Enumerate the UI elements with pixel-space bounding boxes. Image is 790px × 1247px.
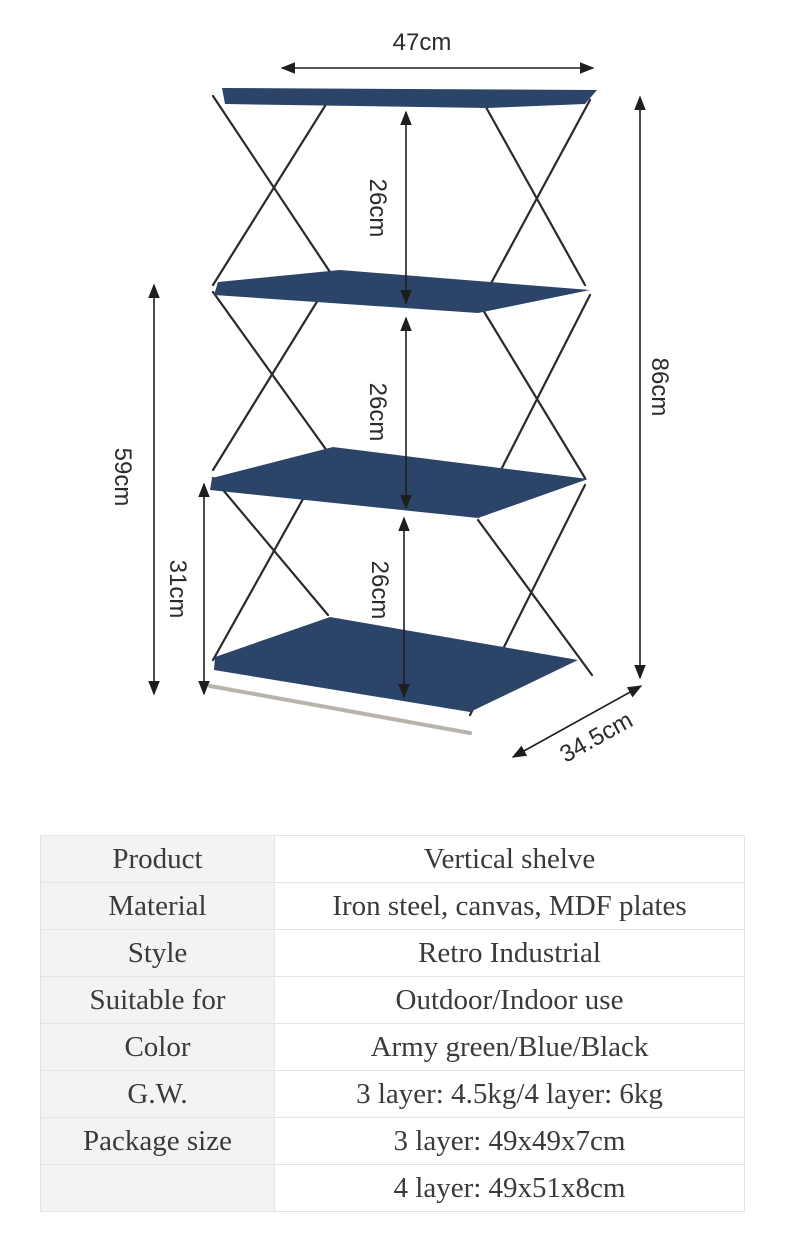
bottom-height-label: 31cm — [164, 560, 191, 619]
spec-row: Style Retro Industrial — [40, 929, 745, 977]
spec-row: 4 layer: 49x51x8cm — [40, 1164, 745, 1212]
shelf-level-1 — [222, 88, 597, 108]
shelf-level-2 — [214, 270, 590, 313]
spec-value: 4 layer: 49x51x8cm — [274, 1164, 745, 1212]
shelf-gap-2-label: 26cm — [364, 383, 391, 442]
spec-value: Iron steel, canvas, MDF plates — [274, 882, 745, 930]
lower-height-label: 59cm — [109, 448, 136, 507]
spec-label: Suitable for — [40, 976, 275, 1024]
shelf-level-4 — [214, 617, 578, 712]
spec-label: Product — [40, 835, 275, 883]
spec-row: Product Vertical shelve — [40, 835, 745, 883]
spec-row: G.W. 3 layer: 4.5kg/4 layer: 6kg — [40, 1070, 745, 1118]
spec-label: Style — [40, 929, 275, 977]
spec-label: Material — [40, 882, 275, 930]
spec-value: Outdoor/Indoor use — [274, 976, 745, 1024]
spec-value: Vertical shelve — [274, 835, 745, 883]
bottom-support-bar — [208, 684, 472, 735]
depth-label: 34.5cm — [555, 707, 637, 769]
spec-row: Suitable for Outdoor/Indoor use — [40, 976, 745, 1024]
spec-row: Package size 3 layer: 49x49x7cm — [40, 1117, 745, 1165]
spec-row: Color Army green/Blue/Black — [40, 1023, 745, 1071]
depth-arrow — [511, 685, 643, 758]
spec-value: Army green/Blue/Black — [274, 1023, 745, 1071]
shelf-gap-1-label: 26cm — [364, 179, 391, 238]
shelf-level-3 — [210, 447, 588, 518]
spec-value: Retro Industrial — [274, 929, 745, 977]
spec-label — [40, 1164, 275, 1212]
spec-label: Package size — [40, 1117, 275, 1165]
total-height-label: 86cm — [646, 358, 673, 417]
width-label: 47cm — [393, 29, 452, 56]
shelf-gap-3-label: 26cm — [366, 561, 393, 620]
spec-label: Color — [40, 1023, 275, 1071]
spec-value: 3 layer: 49x49x7cm — [274, 1117, 745, 1165]
spec-label: G.W. — [40, 1070, 275, 1118]
shelf-frame — [211, 94, 594, 717]
spec-value: 3 layer: 4.5kg/4 layer: 6kg — [274, 1070, 745, 1118]
shelf-dimension-diagram: 47cm 26cm 26cm 26cm 86cm 59cm 31cm 34.5c… — [109, 29, 673, 769]
spec-row: Material Iron steel, canvas, MDF plates — [40, 882, 745, 930]
specification-table: Product Vertical shelve Material Iron st… — [40, 835, 745, 1212]
